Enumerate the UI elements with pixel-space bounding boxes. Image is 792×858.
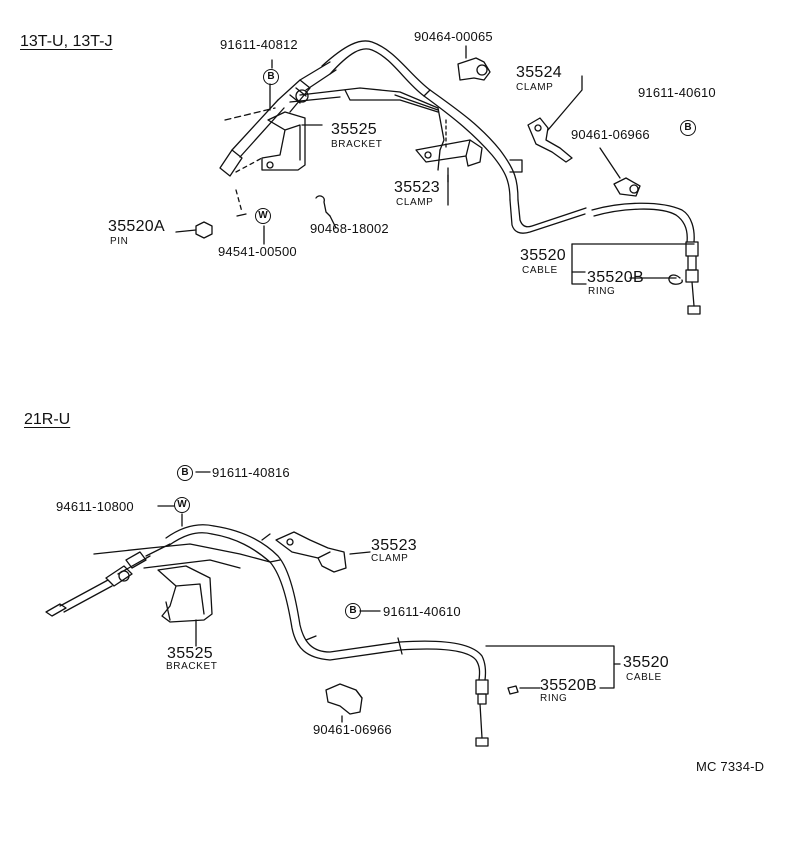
part-name-clamp-35524: CLAMP bbox=[516, 82, 554, 93]
part-number-bracket-21r: 35525 bbox=[167, 645, 213, 662]
part-name-clamp-35523-21r: CLAMP bbox=[371, 553, 409, 564]
cable-housing-21r bbox=[211, 525, 487, 681]
part-number-pin: 35520A bbox=[108, 218, 165, 235]
part-number-clamp-35523-13t: 35523 bbox=[394, 179, 440, 196]
bolt-badge-icon: B bbox=[263, 69, 279, 85]
cable-end-21r bbox=[45, 524, 215, 617]
washer-badge-icon: W bbox=[174, 497, 190, 513]
bolt-badge-icon: B bbox=[177, 465, 193, 481]
part-name-clamp-35523-13t: CLAMP bbox=[396, 197, 434, 208]
clamp-35523-21r bbox=[275, 531, 347, 573]
bracket-35525-21r bbox=[157, 565, 213, 623]
part-name-bracket-13t: BRACKET bbox=[331, 139, 383, 150]
catalog-code: MC 7334-D bbox=[696, 759, 765, 774]
cable-fitting-21r bbox=[475, 679, 519, 747]
part-number-bolt-right-13t: 91611-40610 bbox=[638, 85, 716, 100]
cable-fitting-13t bbox=[668, 241, 701, 315]
bolt-badge-icon: B bbox=[680, 120, 696, 136]
part-name-ring-21r: RING bbox=[540, 693, 568, 704]
part-number-cable-13t: 35520 bbox=[520, 247, 566, 264]
clamp-35523-13t bbox=[415, 139, 483, 167]
part-number-bolt-mid-21r: 91611-40610 bbox=[383, 604, 461, 619]
part-number-ring-13t: 35520B bbox=[587, 269, 644, 286]
part-number-washer-21r: 94611-10800 bbox=[56, 499, 134, 514]
part-name-bracket-21r: BRACKET bbox=[166, 661, 218, 672]
cable-housing-13t bbox=[321, 40, 695, 243]
mount-block-21r bbox=[93, 543, 281, 569]
part-number-clip-small-13t: 90468-18002 bbox=[310, 221, 389, 236]
part-number-clip-bottom-21r: 90461-06966 bbox=[313, 722, 392, 737]
part-number-bracket-13t: 35525 bbox=[331, 121, 377, 138]
bolt-badge-icon: B bbox=[345, 603, 361, 619]
part-number-ring-21r: 35520B bbox=[540, 677, 597, 694]
part-number-bolt-top-21r: 91611-40816 bbox=[212, 465, 290, 480]
clip-90461-21r bbox=[325, 683, 363, 715]
washer-badge-icon: W bbox=[255, 208, 271, 224]
part-number-clamp-35524: 35524 bbox=[516, 64, 562, 81]
clamp-35524-13t bbox=[527, 117, 573, 163]
part-number-clip-right-13t: 90461-06966 bbox=[571, 127, 650, 142]
part-number-clamp-35523-21r: 35523 bbox=[371, 537, 417, 554]
part-number-bolt-top-13t: 91611-40812 bbox=[220, 37, 298, 52]
section-21r-drawing bbox=[45, 471, 621, 747]
part-name-cable-21r: CABLE bbox=[626, 672, 662, 683]
clip-90464-13t bbox=[457, 57, 491, 81]
section-header-13t: 13T-U, 13T-J bbox=[20, 33, 113, 50]
part-number-cable-21r: 35520 bbox=[623, 654, 669, 671]
clip-90461-13t bbox=[613, 177, 641, 197]
section-header-21r: 21R-U bbox=[24, 411, 71, 428]
part-name-pin: PIN bbox=[110, 236, 129, 247]
bracket-35525-13t bbox=[261, 111, 306, 171]
part-name-cable-13t: CABLE bbox=[522, 265, 558, 276]
part-name-ring-13t: RING bbox=[588, 286, 616, 297]
section-13t-drawing bbox=[175, 40, 701, 315]
part-number-washer-13t: 94541-00500 bbox=[218, 244, 297, 259]
clip-90468-13t bbox=[315, 195, 331, 217]
part-number-clip-top-13t: 90464-00065 bbox=[414, 29, 493, 44]
pin-35520a-13t bbox=[175, 221, 213, 239]
